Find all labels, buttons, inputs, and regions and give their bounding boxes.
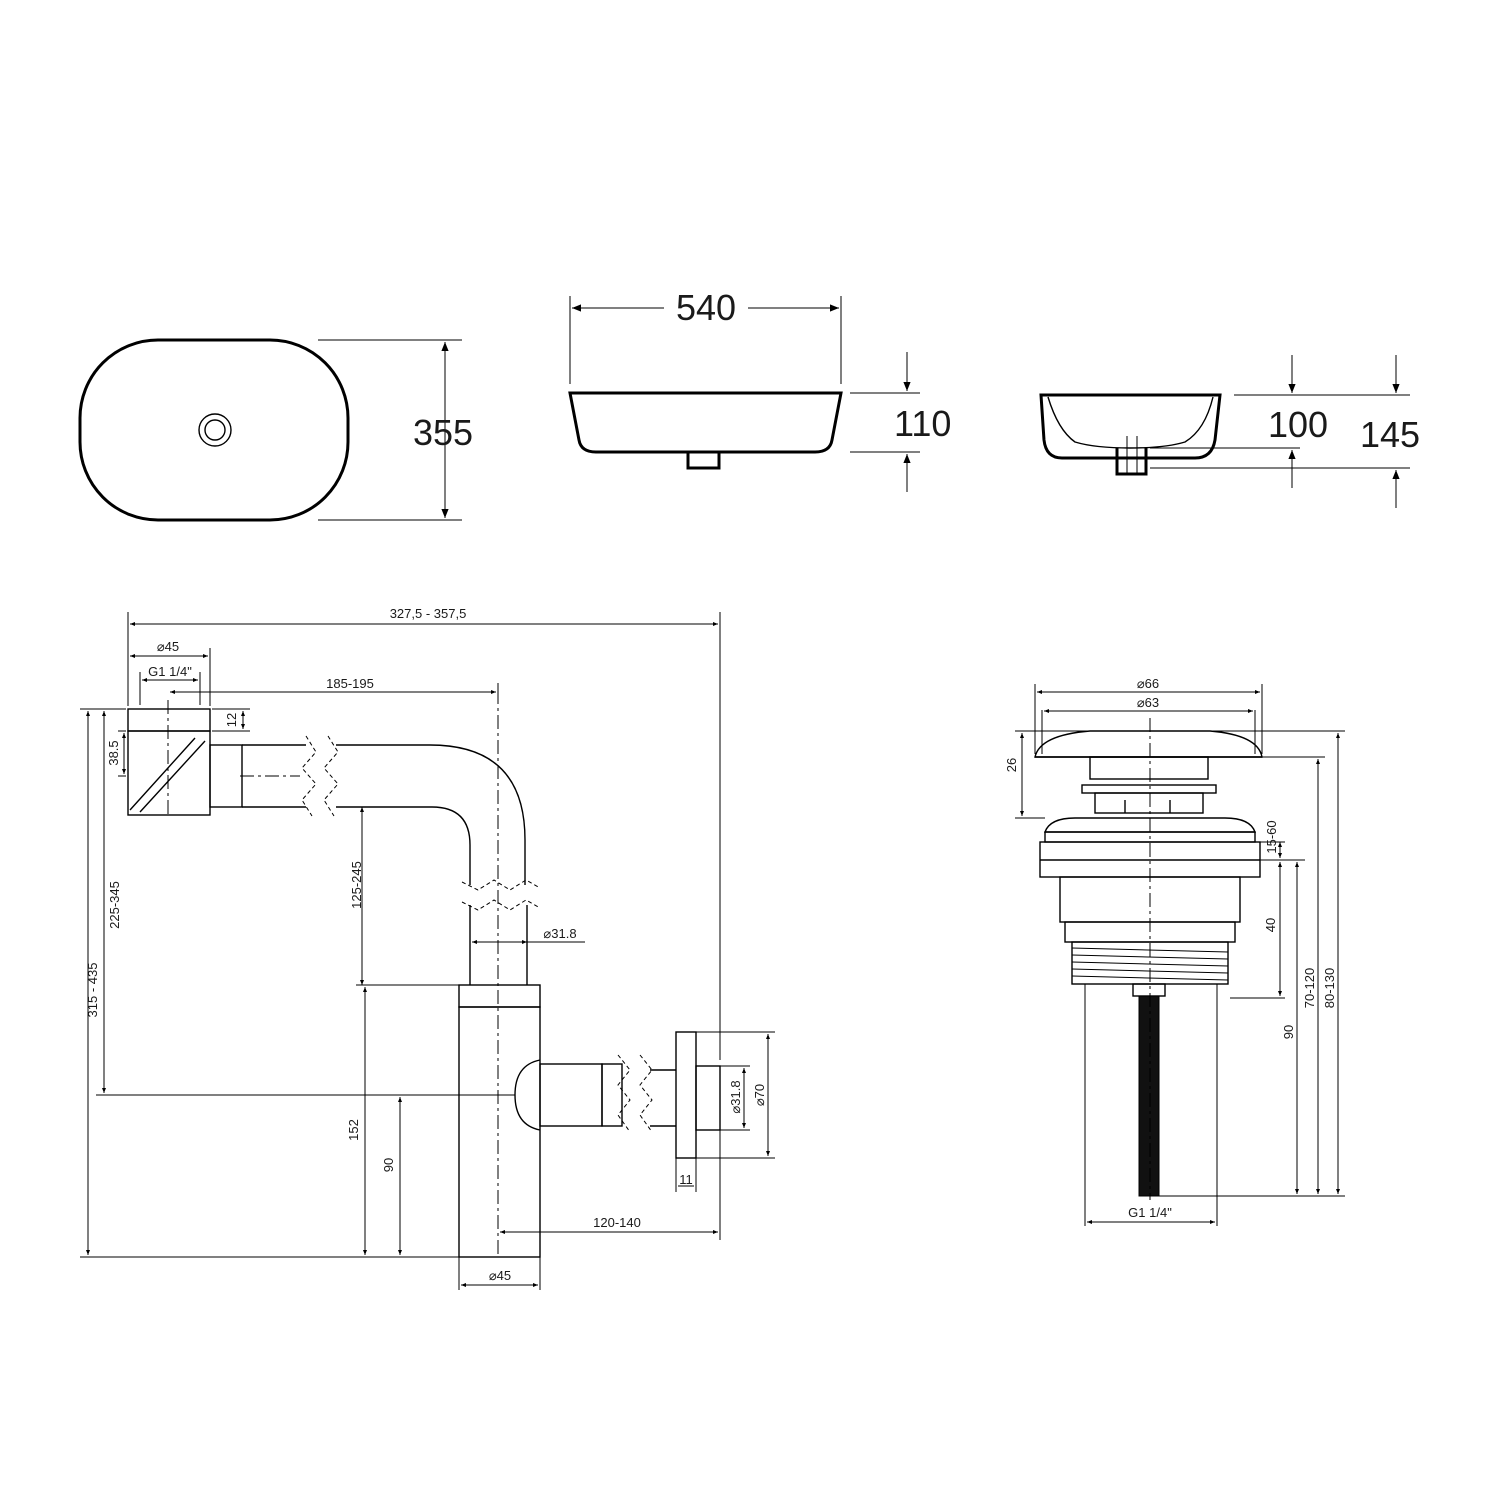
riser-range-label: 125-245 [349, 861, 364, 909]
range-80-130-label: 80-130 [1322, 968, 1337, 1008]
top-outlet-dia-label: ⌀45 [157, 639, 179, 654]
basin-side-section: 100 145 [1039, 355, 1420, 508]
trap-bottle-body [458, 1006, 541, 1258]
basin-side-outline [1039, 393, 1222, 460]
cap-dia-label: ⌀66 [1137, 676, 1159, 691]
trap-bottle-collar [458, 984, 541, 1008]
basin-bowl-inner [1047, 396, 1214, 449]
top-thread-label: G1 1/4" [148, 664, 192, 679]
horizontal-reach-label: 185-195 [326, 676, 374, 691]
basin-top-view: 355 [78, 338, 473, 522]
trap-elbow-body [127, 730, 211, 816]
basin-front-outline [568, 391, 843, 454]
depth-label: 355 [413, 412, 473, 453]
width-label: 540 [676, 287, 736, 328]
overall-90-label: 90 [1281, 1025, 1296, 1039]
trap-wall-flange [675, 1031, 697, 1159]
valve-cap [1034, 730, 1263, 758]
branch-height-label: 90 [381, 1158, 396, 1172]
trap-horizontal-socket [209, 744, 243, 808]
basin-outline [78, 338, 350, 522]
thread-length-label: 40 [1263, 918, 1278, 932]
wall-offset-label: 120-140 [593, 1215, 641, 1230]
riser-dia-label: ⌀31.8 [543, 926, 576, 941]
basin-front-view: 540 110 [568, 287, 951, 492]
drain-hole-outer [198, 413, 232, 447]
basin-side-outlet [1115, 448, 1148, 476]
total-height-range-label: 315 - 435 [85, 963, 100, 1018]
body-dia-label-valve: ⌀63 [1137, 695, 1159, 710]
front-height-label: 110 [894, 403, 951, 444]
overall-width-label: 327,5 - 357,5 [390, 606, 467, 621]
trap-top-cap [127, 708, 211, 732]
body-dia-label: ⌀45 [489, 1268, 511, 1283]
trap-outlet-pipe [539, 1063, 603, 1127]
valve-collar [1044, 817, 1256, 833]
top-cap-height-label: 12 [224, 713, 239, 727]
flange-thickness-label: 11 [679, 1172, 693, 1187]
valve-rod [1132, 983, 1166, 997]
waste-valve-drawing: ⌀66 ⌀63 26 15-60 40 90 70-120 80-130 [1004, 676, 1345, 1226]
clamp-range-label: 15-60 [1264, 820, 1279, 853]
inlet-height-range-label: 225-345 [107, 881, 122, 929]
bottle-trap-drawing: 327,5 - 357,5 ⌀45 G1 1/4" 185-195 12 38.… [80, 606, 775, 1290]
total-height-label: 145 [1360, 414, 1420, 455]
elbow-height-label: 38.5 [106, 740, 121, 765]
trap-wall-pipe [695, 1065, 721, 1131]
basin-front-outlet [686, 452, 721, 470]
body-to-branch-label: 152 [346, 1119, 361, 1141]
flange-dia-label: ⌀70 [752, 1084, 767, 1106]
cap-height-label: 26 [1004, 758, 1019, 772]
wall-pipe-dia-label: ⌀31.8 [728, 1080, 743, 1113]
bottom-thread-label: G1 1/4" [1128, 1205, 1172, 1220]
range-70-120-label: 70-120 [1302, 968, 1317, 1008]
bowl-depth-label: 100 [1268, 404, 1328, 445]
drain-hole-inner [204, 419, 226, 441]
